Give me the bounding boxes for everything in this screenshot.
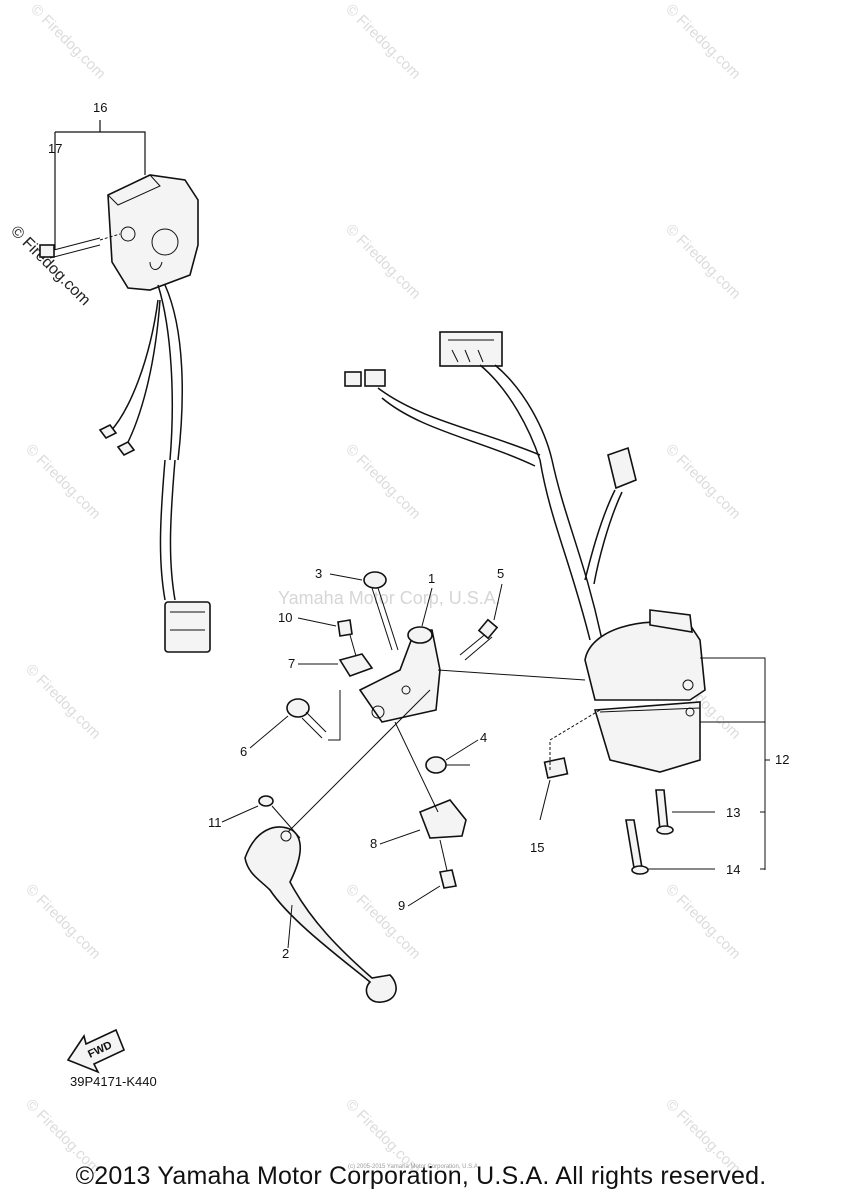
- callout-6: 6: [240, 744, 247, 759]
- watermark: © Firedog.com: [27, 1, 109, 83]
- watermark: © Firedog.com: [342, 1, 424, 83]
- callout-9: 9: [398, 898, 405, 913]
- callout-3: 3: [315, 566, 322, 581]
- watermark: © Firedog.com: [342, 441, 424, 523]
- callout-16: 16: [93, 100, 107, 115]
- callout-15: 15: [530, 840, 544, 855]
- center-watermark: Yamaha Motor Corp, U.S.A.: [278, 588, 501, 608]
- fwd-arrow-icon: FWD: [66, 1028, 126, 1074]
- callout-7: 7: [288, 656, 295, 671]
- watermark: © Firedog.com: [22, 441, 104, 523]
- lever-bracket-assembly: [244, 571, 586, 1003]
- callout-1: 1: [428, 571, 435, 586]
- watermark: © Firedog.com: [662, 1, 744, 83]
- watermark-dark: © Firedog.com: [7, 223, 93, 309]
- callout-4: 4: [480, 730, 487, 745]
- left-switch-assembly: [39, 120, 211, 653]
- callout-13: 13: [726, 805, 740, 820]
- callout-labels: 16 17 3 1 5 10 7 6 4 12 13 14 11 8 15 9 …: [48, 100, 789, 961]
- callout-14: 14: [726, 862, 740, 877]
- callout-12: 12: [775, 752, 789, 767]
- copyright-footer: ©2013 Yamaha Motor Corporation, U.S.A. A…: [75, 1162, 767, 1190]
- watermark: © Firedog.com: [342, 881, 424, 963]
- watermark: © Firedog.com: [22, 661, 104, 743]
- right-wiring-harness: [344, 331, 637, 641]
- callout-17: 17: [48, 141, 62, 156]
- watermark: © Firedog.com: [342, 221, 424, 303]
- callout-10: 10: [278, 610, 292, 625]
- callout-11: 11: [208, 815, 222, 830]
- callout-5: 5: [497, 566, 504, 581]
- watermark: © Firedog.com: [662, 441, 744, 523]
- watermark: © Firedog.com: [662, 221, 744, 303]
- watermark: © Firedog.com: [22, 881, 104, 963]
- tiny-notice: (c) 2005-2015 Yamaha Motor Corporation, …: [348, 1164, 480, 1170]
- callout-8: 8: [370, 836, 377, 851]
- callout-2: 2: [282, 946, 289, 961]
- diagram-code: 39P4171-K440: [70, 1074, 157, 1089]
- right-switch-housing: [539, 609, 770, 875]
- watermark: © Firedog.com: [662, 881, 744, 963]
